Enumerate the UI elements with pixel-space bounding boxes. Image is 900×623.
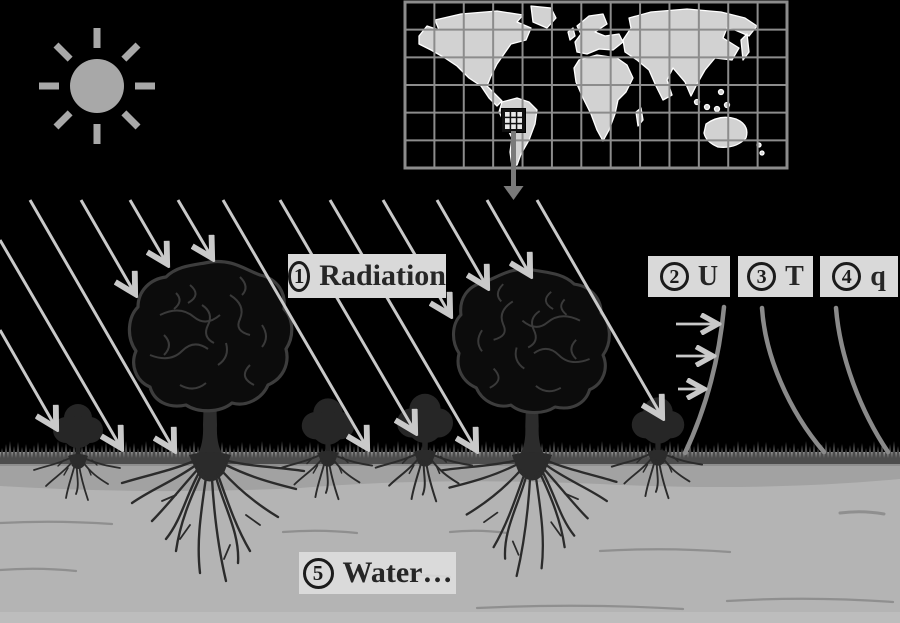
africa bbox=[573, 54, 634, 142]
wind-speed-profile-U bbox=[682, 304, 727, 456]
map-grid bbox=[405, 2, 787, 168]
atmospheric-profiles bbox=[676, 304, 891, 456]
sun-icon bbox=[39, 28, 155, 144]
q-label-text: q bbox=[870, 260, 886, 292]
label-radiation: 1 Radiation bbox=[288, 254, 446, 298]
circled-number-5: 5 bbox=[302, 557, 334, 589]
world-grid-map bbox=[403, 0, 789, 170]
water-label-text: Water… bbox=[342, 556, 453, 589]
label-water: 5 Water… bbox=[299, 552, 456, 594]
circled-number-4: 4 bbox=[832, 262, 862, 291]
japan bbox=[740, 33, 750, 61]
circled-number-1: 1 bbox=[288, 260, 311, 292]
circled-number-3: 3 bbox=[747, 262, 777, 291]
label-humidity-q: 4 q bbox=[820, 256, 898, 297]
map-highlight-cell bbox=[501, 108, 526, 133]
radiation-arrows bbox=[0, 199, 661, 448]
radiation-label-text: Radiation bbox=[319, 259, 446, 292]
t-label-text: T bbox=[785, 260, 804, 292]
circled-number-2: 2 bbox=[659, 262, 689, 291]
label-temperature-t: 3 T bbox=[738, 256, 813, 297]
humidity-profile-q bbox=[833, 305, 891, 455]
temperature-profile-T bbox=[759, 305, 827, 455]
australia bbox=[703, 116, 748, 148]
map-pointer-arrow bbox=[503, 131, 524, 200]
u-label-text: U bbox=[697, 260, 719, 292]
asia bbox=[622, 8, 758, 101]
label-wind-u: 2 U bbox=[648, 256, 730, 297]
